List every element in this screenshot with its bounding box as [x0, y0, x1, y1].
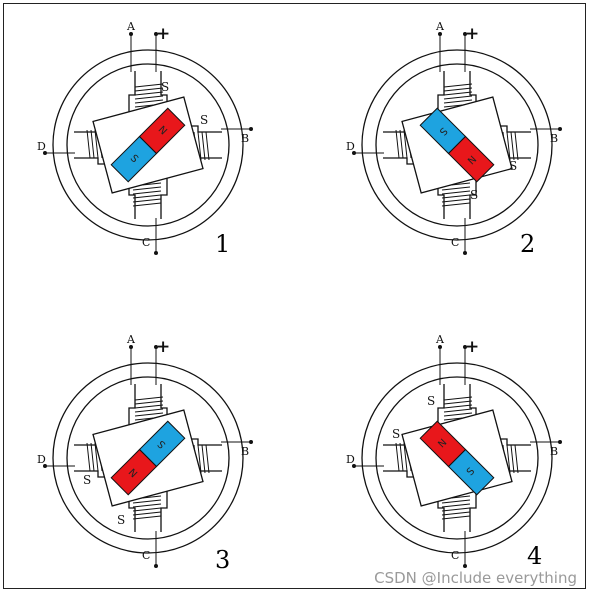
terminal-a-label: A [126, 20, 136, 33]
terminal-d-label: D [37, 140, 46, 153]
stator-inner-ring [66, 63, 230, 227]
terminal-b-label: B [241, 132, 249, 145]
terminal-b-label: B [241, 445, 249, 458]
terminal-dots [43, 32, 253, 255]
lead-wires [45, 34, 251, 253]
pole-b-s-label: S [509, 159, 517, 173]
terminal-plus-label: + [156, 24, 170, 44]
magnet-north-half [138, 107, 186, 155]
watermark: CSDN @Include everything [374, 569, 577, 587]
terminal-d-label: D [346, 140, 355, 153]
motor-1: S N A + B C D S S 1 [37, 20, 253, 258]
stator-inner-ring [66, 376, 230, 540]
stator-inner-ring [375, 376, 539, 540]
terminal-a-label: A [435, 333, 445, 346]
pole-c-s-label: S [117, 513, 125, 527]
terminal-plus-label: + [156, 337, 170, 357]
step-number-3: 3 [215, 546, 230, 574]
step-number-1: 1 [215, 230, 230, 258]
motor-4: S N A + B C D S S 4 [346, 333, 562, 570]
rotor-magnet: S N [110, 420, 186, 496]
stator-outer-ring [361, 362, 553, 554]
terminal-c-label: C [142, 236, 150, 249]
stator-inner-ring [375, 63, 539, 227]
terminal-d-label: D [37, 453, 46, 466]
stator-outer-ring [52, 362, 244, 554]
motor-3: S N A + B C D S S 3 [37, 333, 253, 574]
magnet-north-half [110, 448, 158, 496]
stator-outer-ring [361, 49, 553, 241]
terminal-a-label: A [435, 20, 445, 33]
pole-c-s-label: S [470, 188, 478, 202]
terminal-c-label: C [142, 549, 150, 562]
terminal-b-label: B [550, 132, 558, 145]
lead-wires [45, 347, 251, 566]
terminal-plus-label: + [465, 337, 479, 357]
stator-outer-ring [52, 49, 244, 241]
magnet-north-half [447, 135, 495, 183]
pole-a-s-label: S [161, 80, 169, 94]
terminal-plus-label: + [465, 24, 479, 44]
pole-d-s-label: S [392, 427, 400, 441]
rotor-magnet: S N [419, 420, 495, 496]
terminal-c-label: C [451, 236, 459, 249]
terminal-dots [43, 345, 253, 568]
terminal-b-label: B [550, 445, 558, 458]
pole-a-s-label: S [427, 394, 435, 408]
lead-wires [354, 34, 560, 253]
rotor-magnet: S N [110, 107, 186, 183]
terminal-d-label: D [346, 453, 355, 466]
rotor-magnet: S N [419, 107, 495, 183]
step-number-2: 2 [520, 230, 535, 258]
terminal-dots [352, 32, 562, 255]
step-number-4: 4 [527, 542, 542, 570]
lead-wires [354, 347, 560, 566]
pole-b-s-label: S [200, 113, 208, 127]
terminal-a-label: A [126, 333, 136, 346]
terminal-c-label: C [451, 549, 459, 562]
terminal-dots [352, 345, 562, 568]
pole-d-s-label: S [83, 473, 91, 487]
magnet-north-half [419, 420, 467, 468]
motor-2: S N A + B C D S S 2 [346, 20, 562, 258]
